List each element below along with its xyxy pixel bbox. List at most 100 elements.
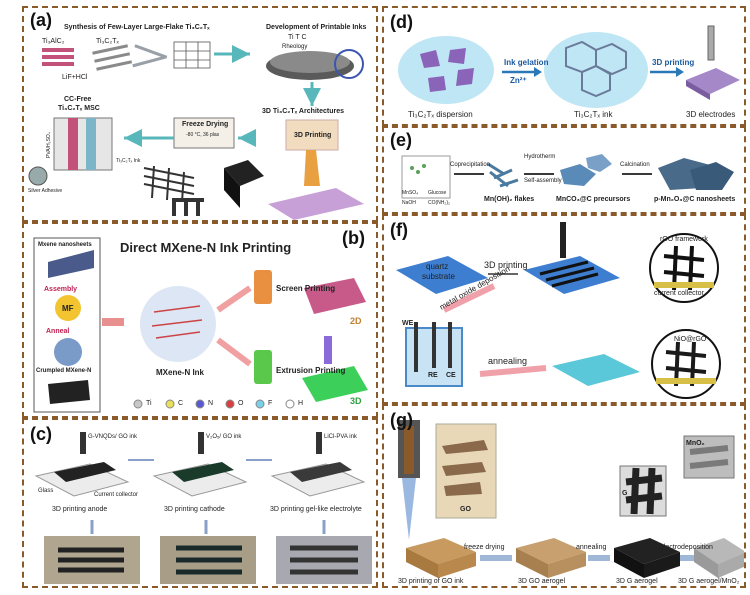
ink-side-label: Ti₃C₂Tₓ Ink: [116, 158, 141, 164]
hollow-box-shape: [224, 160, 264, 186]
etchant-label: LiF+HCl: [62, 74, 88, 81]
screen-vial-shape: [254, 270, 272, 304]
panel-f-label: (f): [390, 220, 408, 240]
panel-d: (d) Ink gelation Zn²⁺ 3D printing Ti₃C₂T…: [382, 6, 746, 126]
precursors-label: MnCO₃@C precursors: [556, 196, 631, 203]
step3-label: 3D printing gel-like electrolyte: [270, 506, 362, 513]
ink-d-label: Ti₃C₂Tₓ ink: [574, 110, 613, 119]
printing-d-label: 3D printing: [652, 58, 695, 67]
panel-d-label: (d): [390, 12, 413, 32]
panel-b: (b) Direct MXene-N Ink Printing Mxene na…: [22, 222, 378, 418]
glass-label: Glass: [38, 488, 54, 494]
legend-c: C: [178, 400, 184, 407]
crumpled-shape: [48, 380, 90, 404]
hydrotherm-label: Hydrotherm: [524, 154, 556, 160]
mno2-inset: [683, 435, 735, 479]
self-assembly-label: Self-assembly: [524, 178, 562, 184]
coprecipitation-label: Coprecipitation: [450, 162, 491, 168]
msc-title-2: Ti₃C₂Tₓ MSC: [58, 105, 100, 112]
anneal-label: Anneal: [46, 328, 70, 335]
g-inset: [619, 465, 667, 517]
nio-label: NiO@rGO: [674, 336, 707, 343]
electrolyte-device-shape: [270, 432, 366, 497]
grid-print-shape: [302, 366, 368, 402]
needle-g-shape: [402, 478, 416, 540]
reagents-box-shape: [401, 155, 451, 199]
zoom-circle-shape: [334, 49, 364, 79]
mno2-aerogel-shape: [694, 538, 744, 578]
element-legend: [133, 399, 295, 409]
screen-printing-label: Screen Printing: [276, 284, 336, 293]
go-scaffold-shape: [406, 538, 476, 578]
panel-b-label: (b): [342, 228, 365, 248]
printing-label: 3D Printing: [294, 132, 332, 139]
ti3c2tx-label: Ti₃C₂Tₓ: [96, 38, 119, 45]
arrow-annealing: [479, 365, 547, 377]
reagent-1: MnSO₄: [402, 190, 419, 196]
step-s2: 3D GO aerogel: [518, 578, 566, 585]
msc-title-1: CC-Free: [64, 96, 92, 103]
lattice-shape: [173, 41, 211, 69]
freeze-note: -80 °C, 36 plas: [186, 132, 220, 138]
ti3alc2-label: Ti₃AlC₂: [42, 38, 65, 45]
panel-a: (a) Synthesis of Few-Layer Large-Flake T…: [22, 6, 378, 222]
crumpled-label: Crumpled MXene-N: [36, 368, 92, 374]
quartz-substrate-shape: [396, 256, 488, 294]
step-s1: 3D printing of GO ink: [398, 578, 464, 585]
step2-label: 3D printing cathode: [164, 506, 225, 513]
legend-f: F: [268, 400, 273, 407]
badge-3d: 3D: [350, 396, 362, 406]
nanosheets-label: p-Mn₂O₃@C nanosheets: [654, 196, 736, 203]
ink-title: Development of Printable Inks: [266, 24, 367, 31]
ce-label: CE: [446, 372, 456, 379]
collector-f-label: current collector: [654, 290, 704, 297]
re-label: RE: [428, 372, 438, 379]
substrate-label: substrate: [422, 272, 455, 281]
electrodeposition-label: electrodeposition: [660, 544, 713, 551]
badge-2d: 2D: [350, 316, 362, 326]
annealing-g-label: annealing: [576, 544, 607, 551]
framework-label: rGO framework: [660, 236, 708, 243]
panel-d-graphics: [398, 25, 740, 108]
legend-ti: Ti: [146, 400, 152, 407]
go-tag: GO: [460, 506, 471, 513]
silver-adhesive-shape: [28, 166, 48, 186]
panel-c-label: (c): [30, 424, 52, 444]
freeze-label: freeze drying: [464, 544, 505, 551]
dispersion-label: Ti₃C₂Tₓ dispersion: [408, 110, 473, 119]
ink-label: MXene-N Ink: [156, 368, 205, 377]
panel-e-graphics: [401, 154, 734, 199]
pva-label: PVA/H₂SO₄: [46, 132, 52, 158]
printer-box-shape: [285, 119, 339, 151]
quartz-label: quartz: [426, 262, 449, 271]
precursor-hex-shape: [560, 164, 596, 186]
silver-label: Silver Adhesive: [28, 188, 63, 194]
nozzle-f-shape: [560, 222, 566, 258]
lattice-cube-shape: [143, 165, 195, 203]
print-bed-shape: [268, 188, 364, 220]
dispersion-blob-shape: [398, 36, 494, 104]
atoms-label: Ti T C: [288, 34, 307, 41]
legend-o: O: [238, 400, 244, 407]
ink-network-shape: [544, 32, 648, 108]
print-nozzle-shape: [324, 336, 332, 364]
assembly-label: Assembly: [44, 286, 78, 293]
flakes-shape: [420, 48, 474, 92]
mf-label: MF: [62, 304, 74, 313]
annealing-f-label: annealing: [488, 356, 528, 366]
mxene-nanosheets-label: Mxene nanosheets: [38, 242, 92, 248]
g-tag: G: [622, 490, 628, 497]
msc-device-shape: [53, 117, 113, 171]
freeze-drying-label: Freeze Drying: [182, 121, 229, 128]
panel-e-label: (e): [390, 130, 412, 150]
ti3alc2-layers-shape: [42, 48, 74, 66]
electrodes-label: 3D electrodes: [686, 110, 736, 119]
mf-sphere-shape: [55, 295, 81, 321]
g-aerogel-shape: [614, 538, 680, 578]
mf-coated-sphere-shape: [54, 338, 82, 366]
reagent-4: CO(NH₂)₂: [428, 200, 450, 206]
panel-c: (c) G-VNQDs/ GO ink V₂O₅/ GO ink LiCl-PV…: [22, 418, 378, 588]
reagent-3: NaOH: [402, 200, 416, 206]
nio-substrate-shape: [552, 354, 640, 386]
mno2-tag: MnO₂: [686, 440, 705, 447]
